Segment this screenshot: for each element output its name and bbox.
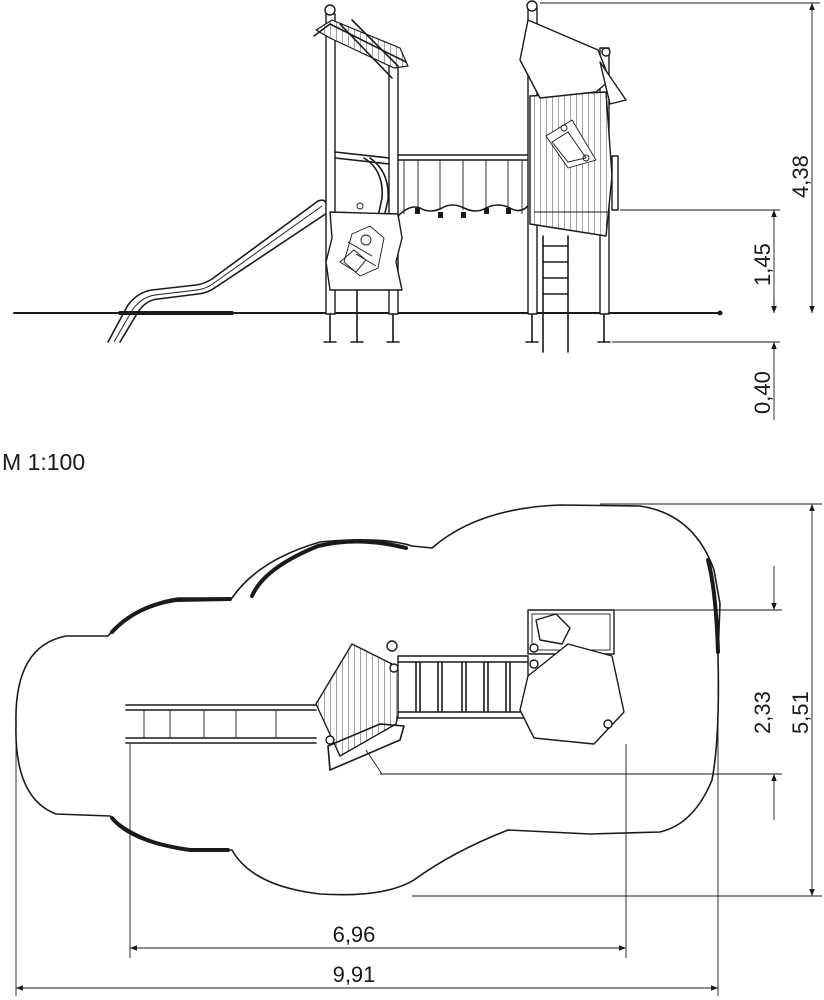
dim-depth-total: 5,51 [788,691,813,734]
elevation-view: 4,38 1,45 0,40 [13,0,820,420]
ground-end-dot [717,310,723,316]
slide-elevation [107,199,328,343]
left-tower-plan [315,640,409,775]
slide-plan [125,704,317,744]
dim-length-total: 9,91 [333,962,376,987]
left-tower [313,4,409,343]
right-tower [519,0,627,353]
dim-platform-height: 1,45 [750,243,775,286]
bridge-plan [397,655,529,719]
dim-foundation-depth: 0,40 [750,371,775,414]
dim-length-equipment: 6,96 [333,922,376,947]
elevation-dimensions [540,2,820,420]
safety-zone-thick-edges [110,539,720,852]
plan-dimensions [15,503,822,996]
bridge-elevation [397,154,529,218]
scale-label: M 1:100 [2,449,85,475]
right-tower-plan [519,609,625,745]
plan-view: 2,33 5,51 6,96 9,91 [15,503,822,996]
dim-height-total: 4,38 [788,155,813,198]
dim-depth-small: 2,33 [750,691,775,734]
